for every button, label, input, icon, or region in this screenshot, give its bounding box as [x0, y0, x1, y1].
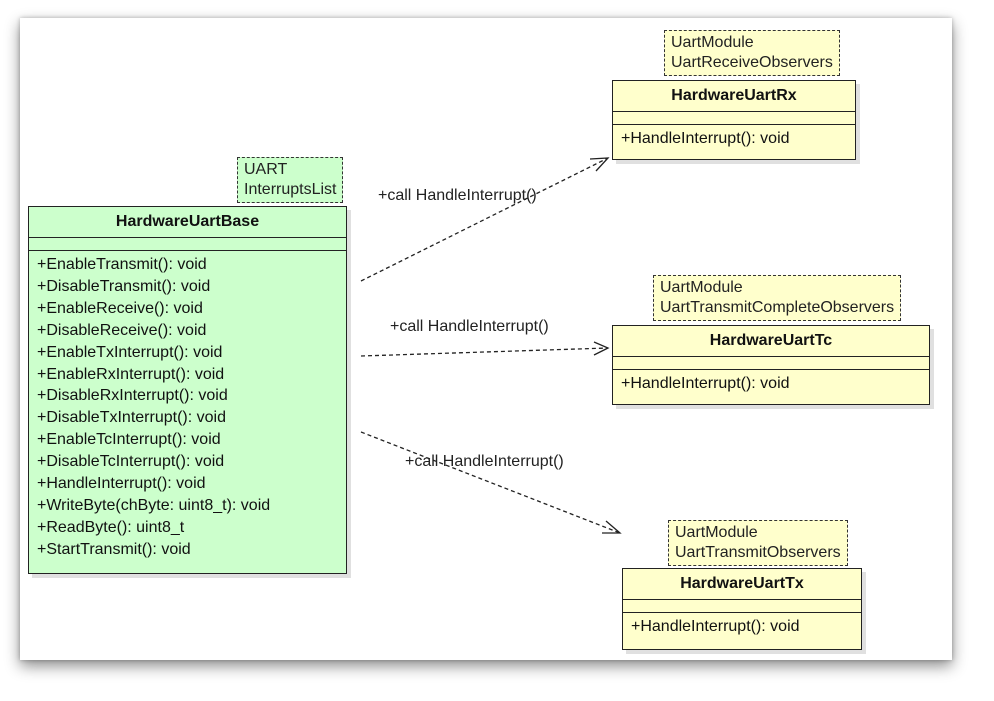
template-param: UartTransmitObservers	[675, 544, 841, 561]
operation: +HandleInterrupt(): void	[631, 618, 800, 635]
operations-compartment: +HandleInterrupt(): void	[613, 370, 929, 398]
class-name: HardwareUartRx	[613, 81, 855, 112]
operation: +EnableRxInterrupt(): void	[37, 365, 225, 383]
template-param: UartTransmitCompleteObservers	[660, 299, 895, 316]
operation: +DisableRxInterrupt(): void	[37, 387, 228, 405]
operation: +DisableReceive(): void	[37, 321, 207, 339]
attributes-compartment	[613, 112, 855, 125]
class-name: HardwareUartTx	[623, 569, 861, 600]
class-name: HardwareUartBase	[29, 207, 346, 238]
attributes-compartment	[29, 238, 346, 251]
class-name: HardwareUartTc	[613, 326, 929, 357]
operation: +EnableTxInterrupt(): void	[37, 343, 223, 361]
template-param: UartModule	[675, 524, 758, 541]
class-hardware-uart-tx[interactable]: HardwareUartTx +HandleInterrupt(): void	[622, 568, 862, 650]
template-param: UartModule	[671, 34, 754, 51]
operation: +ReadByte(): uint8_t	[37, 518, 185, 536]
class-hardware-uart-tc[interactable]: HardwareUartTc +HandleInterrupt(): void	[612, 325, 930, 405]
template-params-tc: UartModule UartTransmitCompleteObservers	[653, 275, 902, 321]
operation: +EnableTcInterrupt(): void	[37, 431, 221, 449]
edge-to-tx	[360, 431, 621, 534]
edge-to-tc	[360, 347, 609, 357]
operation: +DisableTxInterrupt(): void	[37, 409, 226, 427]
operations-compartment: +EnableTransmit(): void +DisableTransmit…	[29, 251, 346, 564]
template-param: UartReceiveObservers	[671, 54, 833, 71]
operation: +HandleInterrupt(): void	[621, 375, 790, 392]
template-params-tx: UartModule UartTransmitObservers	[668, 520, 848, 566]
template-param: InterruptsList	[244, 181, 337, 198]
edge-to-tc-arrowhead	[593, 341, 610, 356]
edge-label-rx: +call HandleInterrupt()	[378, 187, 537, 204]
class-hardware-uart-base[interactable]: HardwareUartBase +EnableTransmit(): void…	[28, 206, 347, 574]
operation: +HandleInterrupt(): void	[621, 130, 790, 147]
edge-to-rx-arrowhead	[589, 157, 610, 172]
edge-to-tx-arrowhead	[602, 520, 622, 534]
operation: +StartTransmit(): void	[37, 540, 191, 558]
operation: +EnableReceive(): void	[37, 299, 203, 317]
operation: +EnableTransmit(): void	[37, 256, 207, 273]
edge-label-tc: +call HandleInterrupt()	[390, 318, 549, 335]
template-params-rx: UartModule UartReceiveObservers	[664, 30, 840, 76]
attributes-compartment	[623, 600, 861, 613]
edge-to-rx	[360, 157, 609, 282]
template-param: UartModule	[660, 279, 743, 296]
operation: +HandleInterrupt(): void	[37, 475, 206, 493]
operations-compartment: +HandleInterrupt(): void	[623, 613, 861, 641]
class-hardware-uart-rx[interactable]: HardwareUartRx +HandleInterrupt(): void	[612, 80, 856, 160]
edge-label-tx: +call HandleInterrupt()	[405, 453, 564, 470]
operation: +WriteByte(chByte: uint8_t): void	[37, 496, 271, 514]
attributes-compartment	[613, 357, 929, 370]
operation: +DisableTcInterrupt(): void	[37, 453, 225, 471]
operation: +DisableTransmit(): void	[37, 277, 211, 295]
template-param: UART	[244, 161, 288, 178]
operations-compartment: +HandleInterrupt(): void	[613, 125, 855, 153]
template-params-base: UART InterruptsList	[237, 157, 344, 203]
